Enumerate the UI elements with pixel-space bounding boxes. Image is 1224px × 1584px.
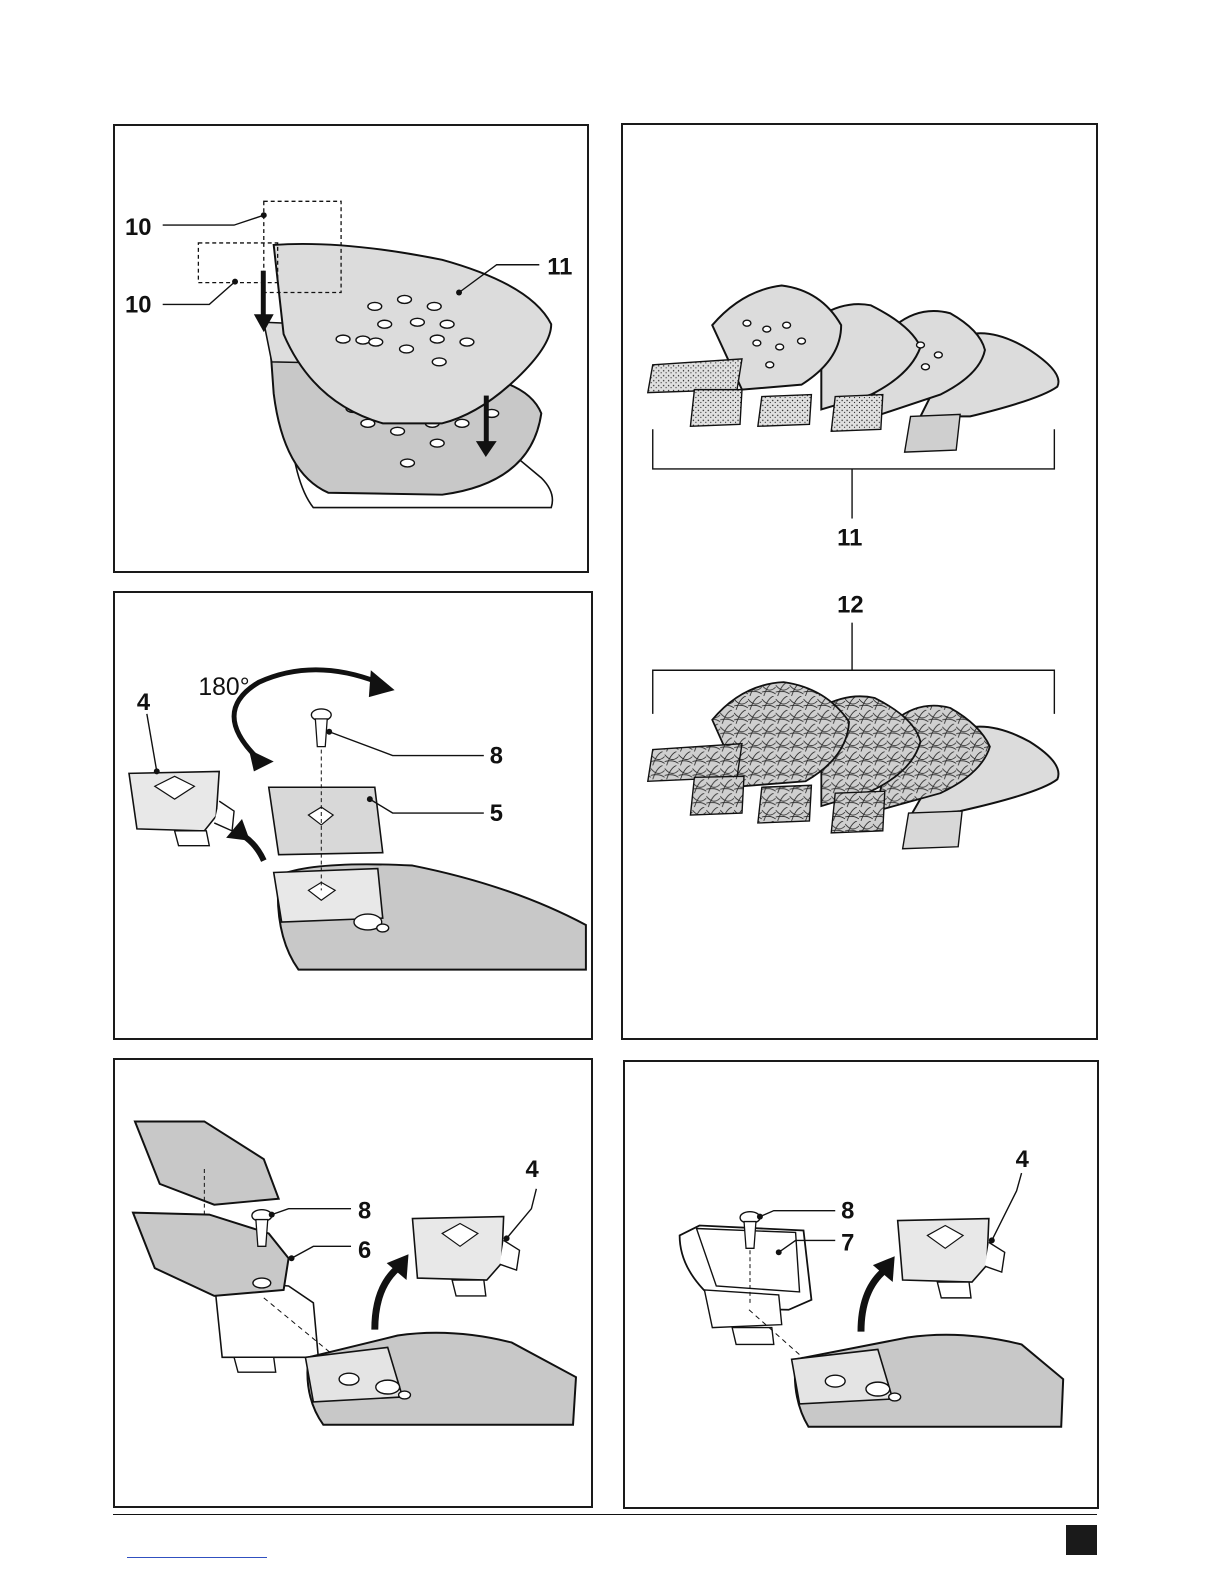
panel-sheet-fitting: 10 10 11 <box>113 124 589 573</box>
finger-sheet <box>135 1121 279 1204</box>
label-4: 4 <box>137 689 151 716</box>
rotation-label: 180° <box>198 674 249 701</box>
label-7: 7 <box>841 1229 854 1256</box>
rotation-arrow-icon <box>234 670 395 772</box>
label-11: 11 <box>837 524 862 551</box>
panel-profile-attachment: 4 8 7 <box>623 1060 1099 1509</box>
label-12: 12 <box>837 592 863 619</box>
label-10-bottom: 10 <box>125 291 151 318</box>
label-4: 4 <box>525 1156 539 1183</box>
page-number-marker <box>1066 1525 1097 1555</box>
label-8: 8 <box>841 1198 854 1225</box>
curved-arrow-icon <box>861 1256 895 1331</box>
label-5: 5 <box>490 800 503 827</box>
panel-accessories: 11 12 <box>621 123 1098 1040</box>
label-6: 6 <box>358 1237 371 1264</box>
curved-arrow-icon <box>375 1254 409 1329</box>
panel-clamp-rotation: 4 180° 8 5 <box>113 591 593 1040</box>
sanding-sheet-set <box>648 286 1059 453</box>
label-8: 8 <box>358 1198 371 1225</box>
profile-attachment-illustration: 4 8 7 <box>625 1062 1097 1507</box>
panel-finger-attachment: 8 6 4 <box>113 1058 593 1508</box>
label-11: 11 <box>547 254 572 281</box>
sheet-fitting-illustration: 10 10 11 <box>115 126 587 571</box>
footer-rule <box>113 1514 1097 1515</box>
finger-attachment-illustration: 8 6 4 <box>115 1060 591 1506</box>
accessories-illustration: 11 12 <box>623 125 1096 1038</box>
label-4: 4 <box>1016 1146 1030 1173</box>
label-8: 8 <box>490 742 503 769</box>
label-10-top: 10 <box>125 214 151 241</box>
bracket-11 <box>653 429 1055 469</box>
clamp-rotation-illustration: 4 180° 8 5 <box>115 593 591 1038</box>
mesh-sheet-set <box>648 682 1059 849</box>
footer-link-underline <box>127 1557 267 1558</box>
